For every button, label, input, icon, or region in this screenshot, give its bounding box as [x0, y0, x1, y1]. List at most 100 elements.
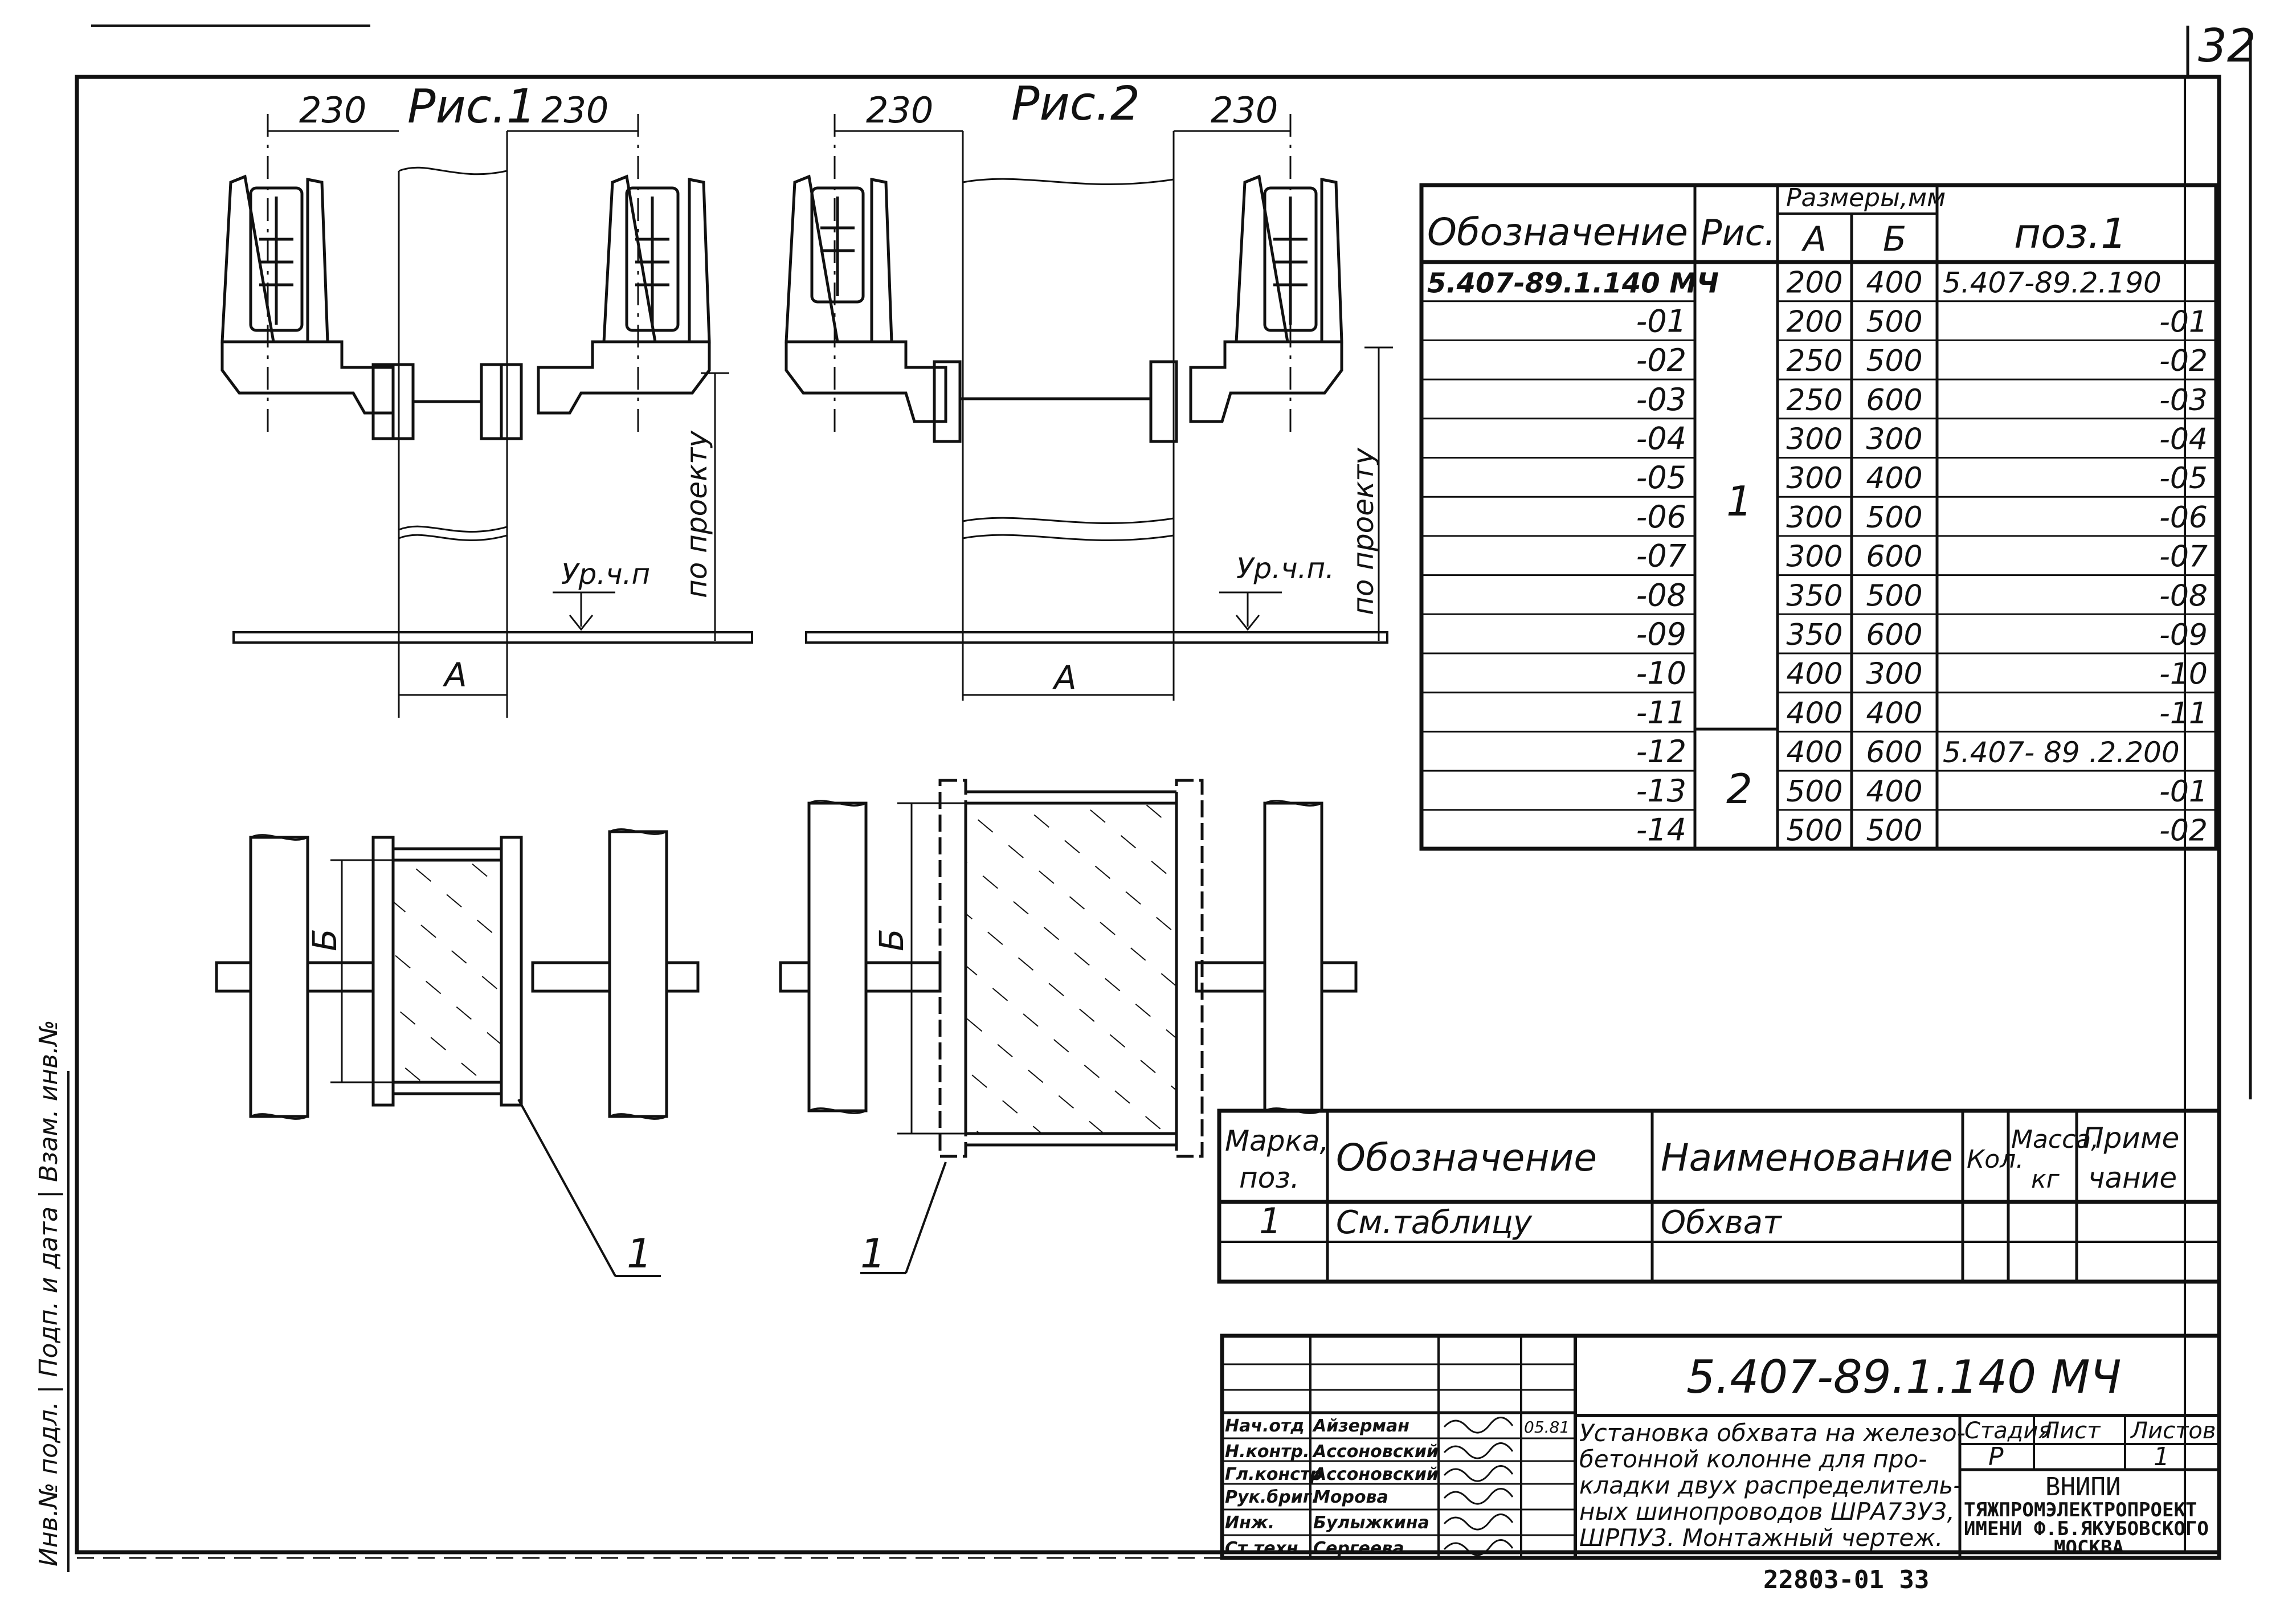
size-table-cell-b: 600 [1866, 735, 1922, 770]
title-sign-name: Ассоновский [1312, 1465, 1439, 1484]
size-table-grid [1419, 183, 2218, 851]
size-table-cell-designation: -13 [1636, 773, 1686, 809]
size-table-cell-b: 500 [1866, 501, 1922, 535]
size-table-fig-group-2: 2 [1726, 765, 1752, 813]
size-table-cell-pos: -09 [2159, 618, 2208, 652]
size-table-cell-a: 300 [1786, 540, 1842, 574]
title-description-line: кладки двух распределитель- [1579, 1471, 1962, 1499]
size-table-cell-a: 400 [1786, 657, 1842, 692]
size-table-cell-designation: -07 [1636, 538, 1686, 574]
size-table-cell-a: 200 [1786, 305, 1842, 339]
fig2-section-view [785, 114, 1393, 701]
fig2-callout: 1 [860, 1230, 886, 1277]
size-table-cell-designation: -05 [1636, 460, 1686, 496]
fig2-per-project: по проекту [1347, 447, 1380, 615]
signature-mark [1443, 1539, 1514, 1556]
title-description-line: Установка обхвата на железо- [1579, 1419, 1966, 1447]
size-table-cell-designation: -08 [1636, 577, 1686, 613]
spec-row-mark: 1 [1259, 1200, 1281, 1242]
fig1-title: Рис.1 [407, 80, 536, 134]
size-table-cell-pos: -02 [2159, 344, 2208, 378]
size-table-cell-pos: -10 [2159, 657, 2208, 692]
size-table-cell-designation: -03 [1636, 382, 1686, 418]
size-table-cell-b: 600 [1866, 383, 1922, 418]
signature-mark [1443, 1513, 1514, 1531]
size-table-cell-a: 300 [1786, 423, 1842, 457]
size-table-cell-a: 200 [1786, 266, 1842, 300]
size-table-cell-pos: 5.407-89.2.190 [1943, 267, 2162, 300]
size-table-cell-b: 300 [1866, 423, 1922, 457]
size-table-cell-b: 400 [1866, 266, 1922, 300]
signature-mark [1443, 1488, 1514, 1505]
size-table-cell-designation: -11 [1636, 694, 1686, 730]
fig1-callout: 1 [627, 1230, 652, 1277]
fig1-plan-view [215, 828, 700, 1277]
title-sign-role: Н.контр. [1225, 1442, 1309, 1462]
spec-header-mark: Марка,поз. [1225, 1124, 1329, 1195]
size-table-cell-designation: -10 [1636, 656, 1686, 692]
fig2-dim-b: Б [872, 928, 911, 951]
size-table-cell-b: 600 [1866, 540, 1922, 574]
size-table-header-a: А [1801, 219, 1827, 259]
size-table-cell-pos: 5.407- 89 .2.200 [1943, 736, 2180, 769]
signature-mark [1443, 1417, 1514, 1434]
fig2-level-label: Ур.ч.п. [1236, 552, 1334, 585]
fig1-level-label: Ур.ч.п [561, 558, 650, 591]
title-sign-name: Айзерман [1312, 1416, 1409, 1436]
size-table-cell-b: 600 [1866, 618, 1922, 652]
title-sign-name: Сергеева [1313, 1539, 1404, 1558]
size-table-cell-b: 500 [1866, 814, 1922, 848]
title-org-line-1: ВНИПИ [2045, 1472, 2121, 1502]
size-table-cell-pos: -03 [2159, 383, 2208, 418]
archive-number: 22803-01 33 [1763, 1565, 1929, 1594]
size-table-fig-group-1: 1 [1726, 477, 1752, 525]
title-sign-role: Инж. [1225, 1513, 1274, 1533]
size-table-cell-designation: -06 [1636, 499, 1686, 535]
size-table-cell-designation: -01 [1636, 303, 1686, 339]
size-table-cell-pos: -04 [2159, 423, 2208, 457]
title-description-line: ных шинопроводов ШРА73У3, [1579, 1498, 1955, 1525]
title-doc-code: 5.407-89.1.140 МЧ [1686, 1351, 2121, 1404]
size-table-cell-b: 500 [1866, 305, 1922, 339]
size-table-cell-designation: -14 [1636, 812, 1686, 848]
size-table-cell-pos: -02 [2159, 814, 2208, 848]
size-table-header-fig: Рис. [1701, 212, 1775, 253]
size-table-cell-a: 500 [1786, 814, 1842, 848]
size-table-cell-b: 500 [1866, 579, 1922, 613]
spec-header-designation: Обозначение [1336, 1136, 1597, 1180]
fig1-dim-right: 230 [541, 89, 608, 131]
signature-mark [1443, 1465, 1514, 1482]
title-sign-name: Ассоновский [1312, 1442, 1439, 1462]
fig2-plan-view [779, 779, 1358, 1274]
title-sign-name: Морова [1313, 1487, 1388, 1507]
title-org-line-3: ИМЕНИ Ф.Б.ЯКУБОВСКОГО [1964, 1517, 2209, 1540]
size-table-cell-a: 300 [1786, 501, 1842, 535]
size-table-cell-pos: -01 [2159, 305, 2208, 339]
size-table-cell-designation: -09 [1636, 616, 1686, 652]
left-margin-stamp: Инв.№ подл. | Подп. и дата | Взам. инв.№ [34, 1020, 63, 1566]
title-description-line: ШРПУ3. Монтажный чертеж. [1579, 1524, 1943, 1552]
size-table-cell-a: 250 [1786, 344, 1842, 378]
fig1-section-view [220, 114, 753, 718]
size-table-cell-b: 400 [1866, 696, 1922, 730]
title-stage: Р [1988, 1442, 2004, 1471]
fig2-dim-left: 230 [866, 89, 933, 131]
spec-row-designation: См.таблицу [1336, 1204, 1533, 1241]
spec-table-grid [1217, 1108, 2221, 1284]
title-sign-name: Булыжкина [1313, 1513, 1429, 1533]
size-table-header-sizes: Размеры,мм [1786, 183, 1946, 212]
title-sign-role: Гл.констр [1225, 1465, 1322, 1484]
size-table-cell-b: 500 [1866, 344, 1922, 378]
size-table-cell-pos: -05 [2159, 461, 2208, 496]
title-date: 05.81 [1524, 1418, 1570, 1437]
size-table-cell-b: 300 [1866, 657, 1922, 692]
title-block-grid [1220, 1333, 2221, 1560]
fig1-dim-a: А [442, 656, 467, 694]
size-table-cell-pos: -06 [2159, 501, 2208, 535]
size-table-cell-pos: -08 [2159, 579, 2208, 613]
size-table-header-designation: Обозначение [1427, 210, 1688, 254]
